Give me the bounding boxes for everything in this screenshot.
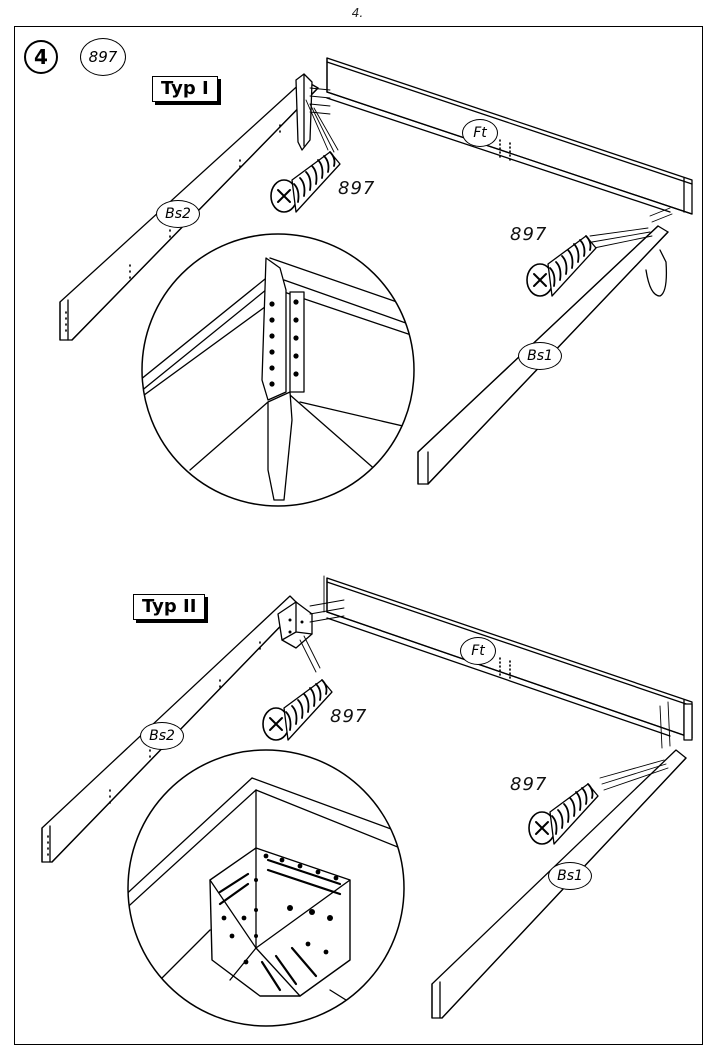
type1-label: Typ I: [152, 76, 218, 102]
type1-assembly: [59, 57, 693, 507]
type1-screw-left-label: 897: [338, 178, 376, 199]
type1-left-bracket: [295, 73, 339, 153]
type1-part-bs1: Bs1: [518, 342, 562, 370]
type2-screw-right: [528, 783, 599, 845]
type2-assembly: [41, 575, 693, 1027]
type2-detail-circle: [127, 749, 405, 1027]
type2-screw-right-label: 897: [510, 774, 548, 795]
type2-label: Typ II: [133, 594, 206, 620]
page-frame: [14, 26, 703, 1045]
type2-part-ft: Ft: [460, 637, 496, 665]
type2-screw-left-label: 897: [330, 706, 368, 727]
step-number-badge: 4: [24, 40, 58, 74]
type1-screw-right-label: 897: [510, 224, 548, 245]
type1-part-bs2: Bs2: [156, 200, 200, 228]
type2-right-board: [431, 701, 693, 1019]
type2-front-board: [326, 577, 693, 739]
type2-part-bs1: Bs1: [548, 862, 592, 890]
type1-detail-circle: [141, 233, 415, 507]
type2-part-bs2: Bs2: [140, 722, 184, 750]
type1-part-ft: Ft: [462, 119, 498, 147]
type2-screw-left: [262, 679, 333, 741]
step-part-oval: 897: [80, 38, 126, 76]
type1-front-board: [326, 57, 693, 215]
page-number: 4.: [351, 6, 364, 20]
type1-screw-left: [270, 151, 341, 213]
type1-screw-right: [526, 235, 597, 297]
type2-left-bracket: [277, 575, 345, 673]
